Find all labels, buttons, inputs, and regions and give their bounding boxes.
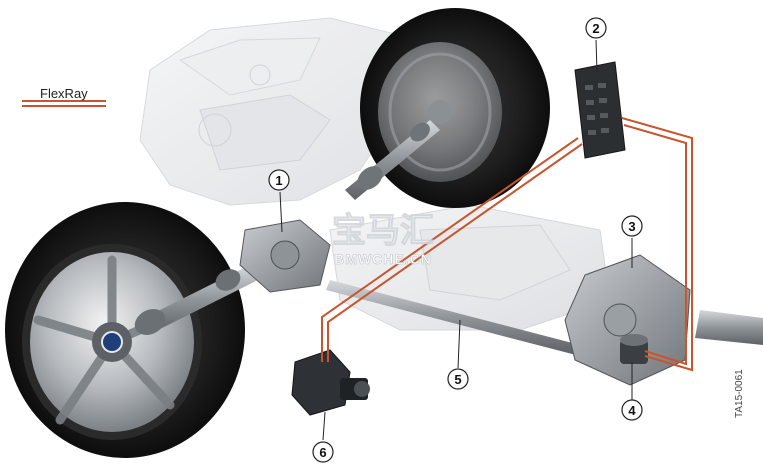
- rear-drive-shaft: [345, 120, 440, 200]
- legend-flexray-line: [22, 100, 106, 107]
- rear-output-shaft: [695, 310, 763, 345]
- callout-4: 4: [621, 399, 643, 421]
- callout-3: 3: [621, 215, 643, 237]
- front-drive-shaft: [134, 265, 258, 335]
- watermark-main: 宝马汇: [332, 212, 434, 250]
- callout-3-number: 3: [628, 219, 635, 234]
- transfer-case: [564, 254, 691, 386]
- control-unit-module: [574, 61, 626, 159]
- legend-label: FlexRay: [40, 86, 88, 101]
- callout-leaders: [279, 39, 633, 441]
- watermark: 宝马汇 BMWCHE.CN: [332, 212, 435, 268]
- flexray-wiring: [321, 117, 693, 372]
- callout-5-number: 5: [454, 372, 461, 387]
- front-propshaft: [326, 280, 580, 355]
- callout-1-number: 1: [275, 173, 282, 188]
- callout-5: 5: [447, 368, 469, 390]
- dsc-hydraulic-unit: [291, 349, 370, 416]
- callout-2-number: 2: [592, 21, 599, 36]
- callout-6-number: 6: [319, 445, 326, 460]
- callout-4-number: 4: [628, 403, 636, 418]
- transfer-case-actuator: [620, 334, 648, 364]
- callout-2: 2: [585, 17, 607, 39]
- callout-1: 1: [268, 169, 290, 191]
- engine-ghost: [139, 17, 421, 206]
- document-id: TA15-0061: [734, 369, 745, 418]
- front-wheel: [5, 202, 245, 458]
- watermark-sub: BMWCHE.CN: [334, 251, 432, 267]
- front-differential: [239, 219, 331, 293]
- callout-6: 6: [312, 441, 334, 463]
